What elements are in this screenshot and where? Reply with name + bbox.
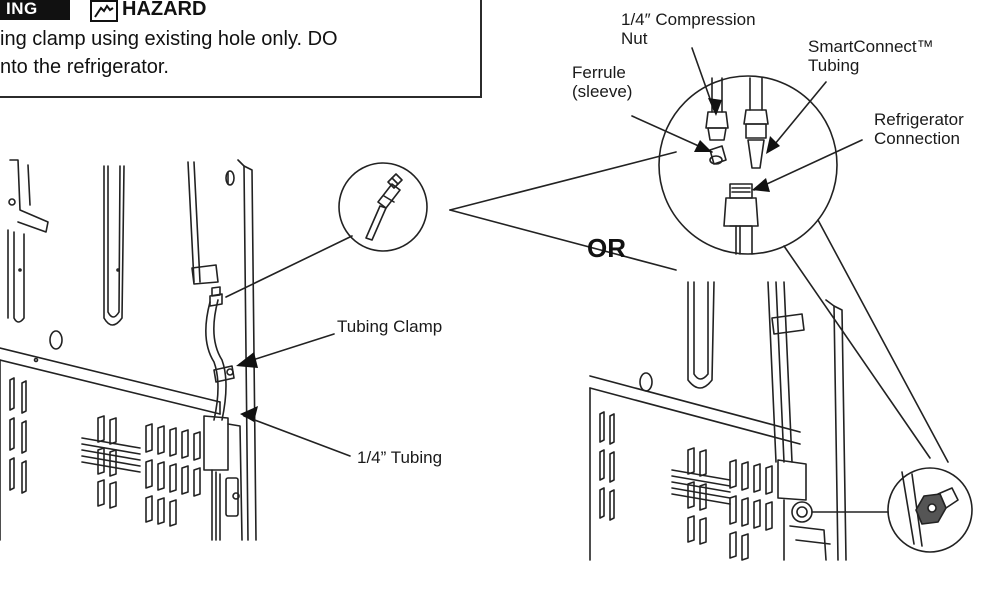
leader-tubing [243, 415, 351, 457]
label-refrigerator-2: Connection [874, 129, 961, 148]
callout-line-to-bottom-2 [817, 219, 949, 463]
arrowhead-compression-nut [708, 98, 722, 116]
callout-line-to-bottom-1 [783, 245, 931, 459]
label-compression-nut-2: Nut [621, 29, 648, 48]
leader-refrigerator-connection [753, 139, 863, 191]
hazard-icon [90, 0, 118, 22]
arrowhead-smartconnect [766, 136, 780, 154]
warning-line-1: ing clamp using existing hole only. DO [0, 28, 338, 50]
label-smartconnect-2: Tubing [808, 56, 860, 75]
leader-smartconnect [769, 81, 827, 151]
callout-line-bottom [449, 209, 677, 271]
label-tubing-clamp: Tubing Clamp [337, 317, 443, 336]
large-detail-circle [658, 75, 838, 255]
left-refrigerator-back [0, 159, 257, 541]
label-compression-nut-1: 1/4″ Compression [621, 10, 756, 29]
warning-box: ING HAZARD ing clamp using existing hole… [0, 0, 482, 98]
warning-tag: ING [0, 0, 70, 20]
right-refrigerator-back [589, 281, 889, 561]
bottom-detail-circle [887, 467, 973, 553]
left-detail-circle [225, 162, 428, 298]
or-label: OR [587, 233, 626, 263]
label-ferrule-1: Ferrule [572, 63, 626, 82]
label-tubing: 1/4” Tubing [357, 448, 443, 467]
arrowhead-tubing [240, 406, 258, 422]
label-smartconnect-1: SmartConnect™ [808, 37, 934, 56]
label-ferrule-2: (sleeve) [572, 82, 633, 101]
warning-line-2: nto the refrigerator. [0, 56, 169, 78]
hazard-word: HAZARD [122, 0, 207, 20]
label-refrigerator-1: Refrigerator [874, 110, 964, 129]
arrowhead-refrigerator [752, 178, 770, 192]
callout-line-top [449, 151, 677, 211]
arrowhead-tubing-clamp [236, 352, 258, 368]
warning-tag-text: ING [6, 0, 38, 18]
arrowhead-ferrule [694, 140, 712, 152]
